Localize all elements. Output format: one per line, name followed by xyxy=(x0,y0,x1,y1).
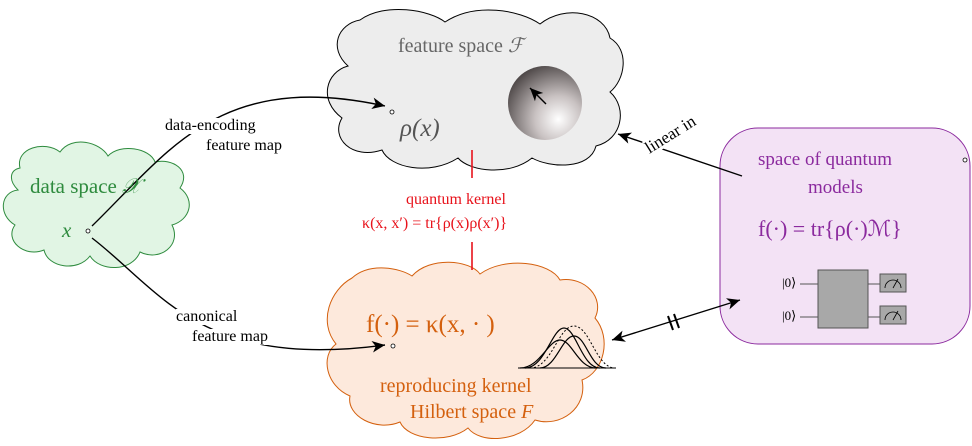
quantum-models-label-line1: space of quantum xyxy=(758,149,893,170)
qubit-ket-2: |0⟩ xyxy=(782,308,797,323)
qubit-ket-1: |0⟩ xyxy=(782,275,797,290)
bloch-vector-icon xyxy=(529,87,547,105)
quantum-kernel-label: quantum kernel xyxy=(406,191,506,208)
rkhs-function: f(·) = κ(x, · ) xyxy=(366,311,495,338)
encoding-label-line1: data-encoding xyxy=(165,117,256,134)
quantum-circuit-icon xyxy=(800,269,907,329)
rkhs-point xyxy=(390,343,396,349)
data-space-label: data space 𝒳 xyxy=(30,174,141,198)
canonical-label-line1: canonical xyxy=(176,308,238,325)
box-corner-dot xyxy=(962,157,968,163)
encoding-label-line2: feature map xyxy=(206,137,282,154)
data-point xyxy=(85,228,91,234)
feature-space-label: feature space ℱ xyxy=(398,35,524,57)
equals-sign-icon xyxy=(667,313,680,331)
quantum-models-label-line2: models xyxy=(808,177,863,198)
kernel-formula: κ(x, x′) = tr{ρ(x)ρ(x′)} xyxy=(362,215,508,232)
data-point-label: x xyxy=(62,218,72,242)
data-space-cloud xyxy=(2,141,190,269)
rkhs-label-line1: reproducing kernel xyxy=(380,375,532,397)
feature-point-label: ρ(x) xyxy=(400,115,440,142)
kernel-functions-icon xyxy=(518,325,616,369)
feature-point xyxy=(389,109,395,115)
linear-in-arrow xyxy=(617,132,743,177)
quantum-models-box xyxy=(719,127,971,345)
rkhs-cloud xyxy=(326,261,605,439)
quantum-model-formula: f(·) = tr{ρ(·)ℳ} xyxy=(758,216,902,241)
canonical-label-line2: feature map xyxy=(192,328,268,345)
rkhs-label-line2: Hilbert space F xyxy=(410,401,534,423)
